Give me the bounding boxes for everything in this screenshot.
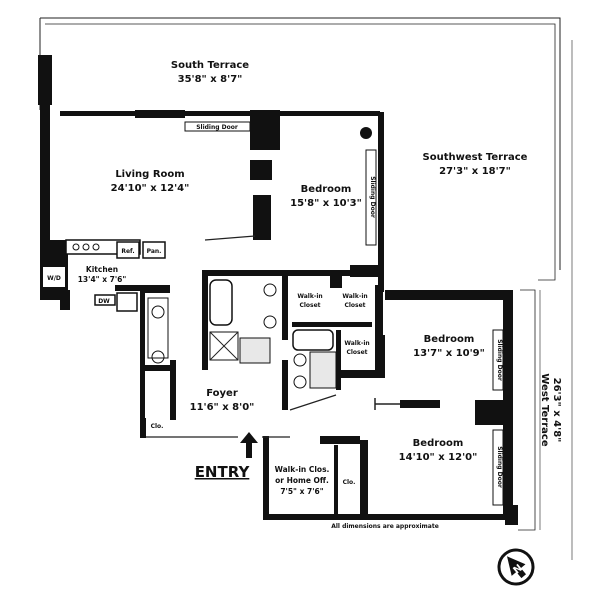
west-terrace-name: West Terrace: [539, 373, 550, 446]
bedroom-1-name: Bedroom: [301, 184, 352, 195]
walk-in-closet-1-line1: Walk-in: [297, 293, 322, 300]
washer-dryer-label: W/D: [47, 275, 61, 282]
bedroom-3-dims: 14'10" x 12'0": [399, 452, 478, 463]
fixtures: [41, 121, 504, 506]
dishwasher-label: DW: [98, 298, 110, 305]
walk-in-closet-1-line2: Closet: [299, 302, 320, 309]
southwest-terrace-name: Southwest Terrace: [423, 152, 528, 163]
southwest-terrace-dims: 27'3" x 18'7": [439, 166, 511, 177]
refrigerator-label: Ref.: [121, 248, 134, 255]
entry-label: ENTRY: [195, 463, 251, 481]
west-terrace-dims: 26'3" x 4'8": [551, 378, 562, 443]
fixture-labels: Sliding Door Sliding Door Sliding Door S…: [47, 124, 503, 488]
walk-in-closet-2-line2: Closet: [344, 302, 365, 309]
sliding-door-bed2-label: Sliding Door: [496, 339, 503, 381]
compass-icon: N: [497, 548, 535, 586]
walls: [38, 55, 518, 525]
closet-office-label: Clo.: [343, 479, 356, 486]
foyer-dims: 11'6" x 8'0": [190, 402, 255, 413]
home-office-line1: Walk-in Clos.: [275, 465, 330, 474]
walk-in-closet-3-line2: Closet: [346, 349, 367, 356]
room-labels: South Terrace 35'8" x 8'7" Living Room 2…: [78, 60, 562, 496]
walk-in-closet-2-line1: Walk-in: [342, 293, 367, 300]
foyer-name: Foyer: [206, 388, 238, 399]
sliding-door-top-label: Sliding Door: [196, 124, 238, 131]
sliding-door-bed1-label: Sliding Door: [369, 176, 376, 218]
footnote: All dimensions are approximate: [331, 523, 439, 530]
closet-foyer-label: Clo.: [151, 423, 164, 430]
kitchen-dims: 13'4" x 7'6": [78, 275, 127, 284]
living-room-dims: 24'10" x 12'4": [111, 183, 190, 194]
south-terrace-name: South Terrace: [171, 60, 249, 71]
home-office-line2: or Home Off.: [275, 476, 329, 485]
bedroom-2-dims: 13'7" x 10'9": [413, 348, 485, 359]
pantry-label: Pan.: [147, 248, 162, 255]
home-office-dims: 7'5" x 7'6": [280, 487, 323, 496]
bedroom-1-dims: 15'8" x 10'3": [290, 198, 362, 209]
south-terrace-dims: 35'8" x 8'7": [178, 74, 243, 85]
bedroom-2-name: Bedroom: [424, 334, 475, 345]
kitchen-name: Kitchen: [86, 265, 118, 274]
terrace-outlines: [39, 17, 573, 560]
living-room-name: Living Room: [115, 169, 184, 180]
sliding-door-bed3-label: Sliding Door: [496, 446, 503, 488]
bedroom-3-name: Bedroom: [413, 438, 464, 449]
walk-in-closet-3-line1: Walk-in: [344, 340, 369, 347]
